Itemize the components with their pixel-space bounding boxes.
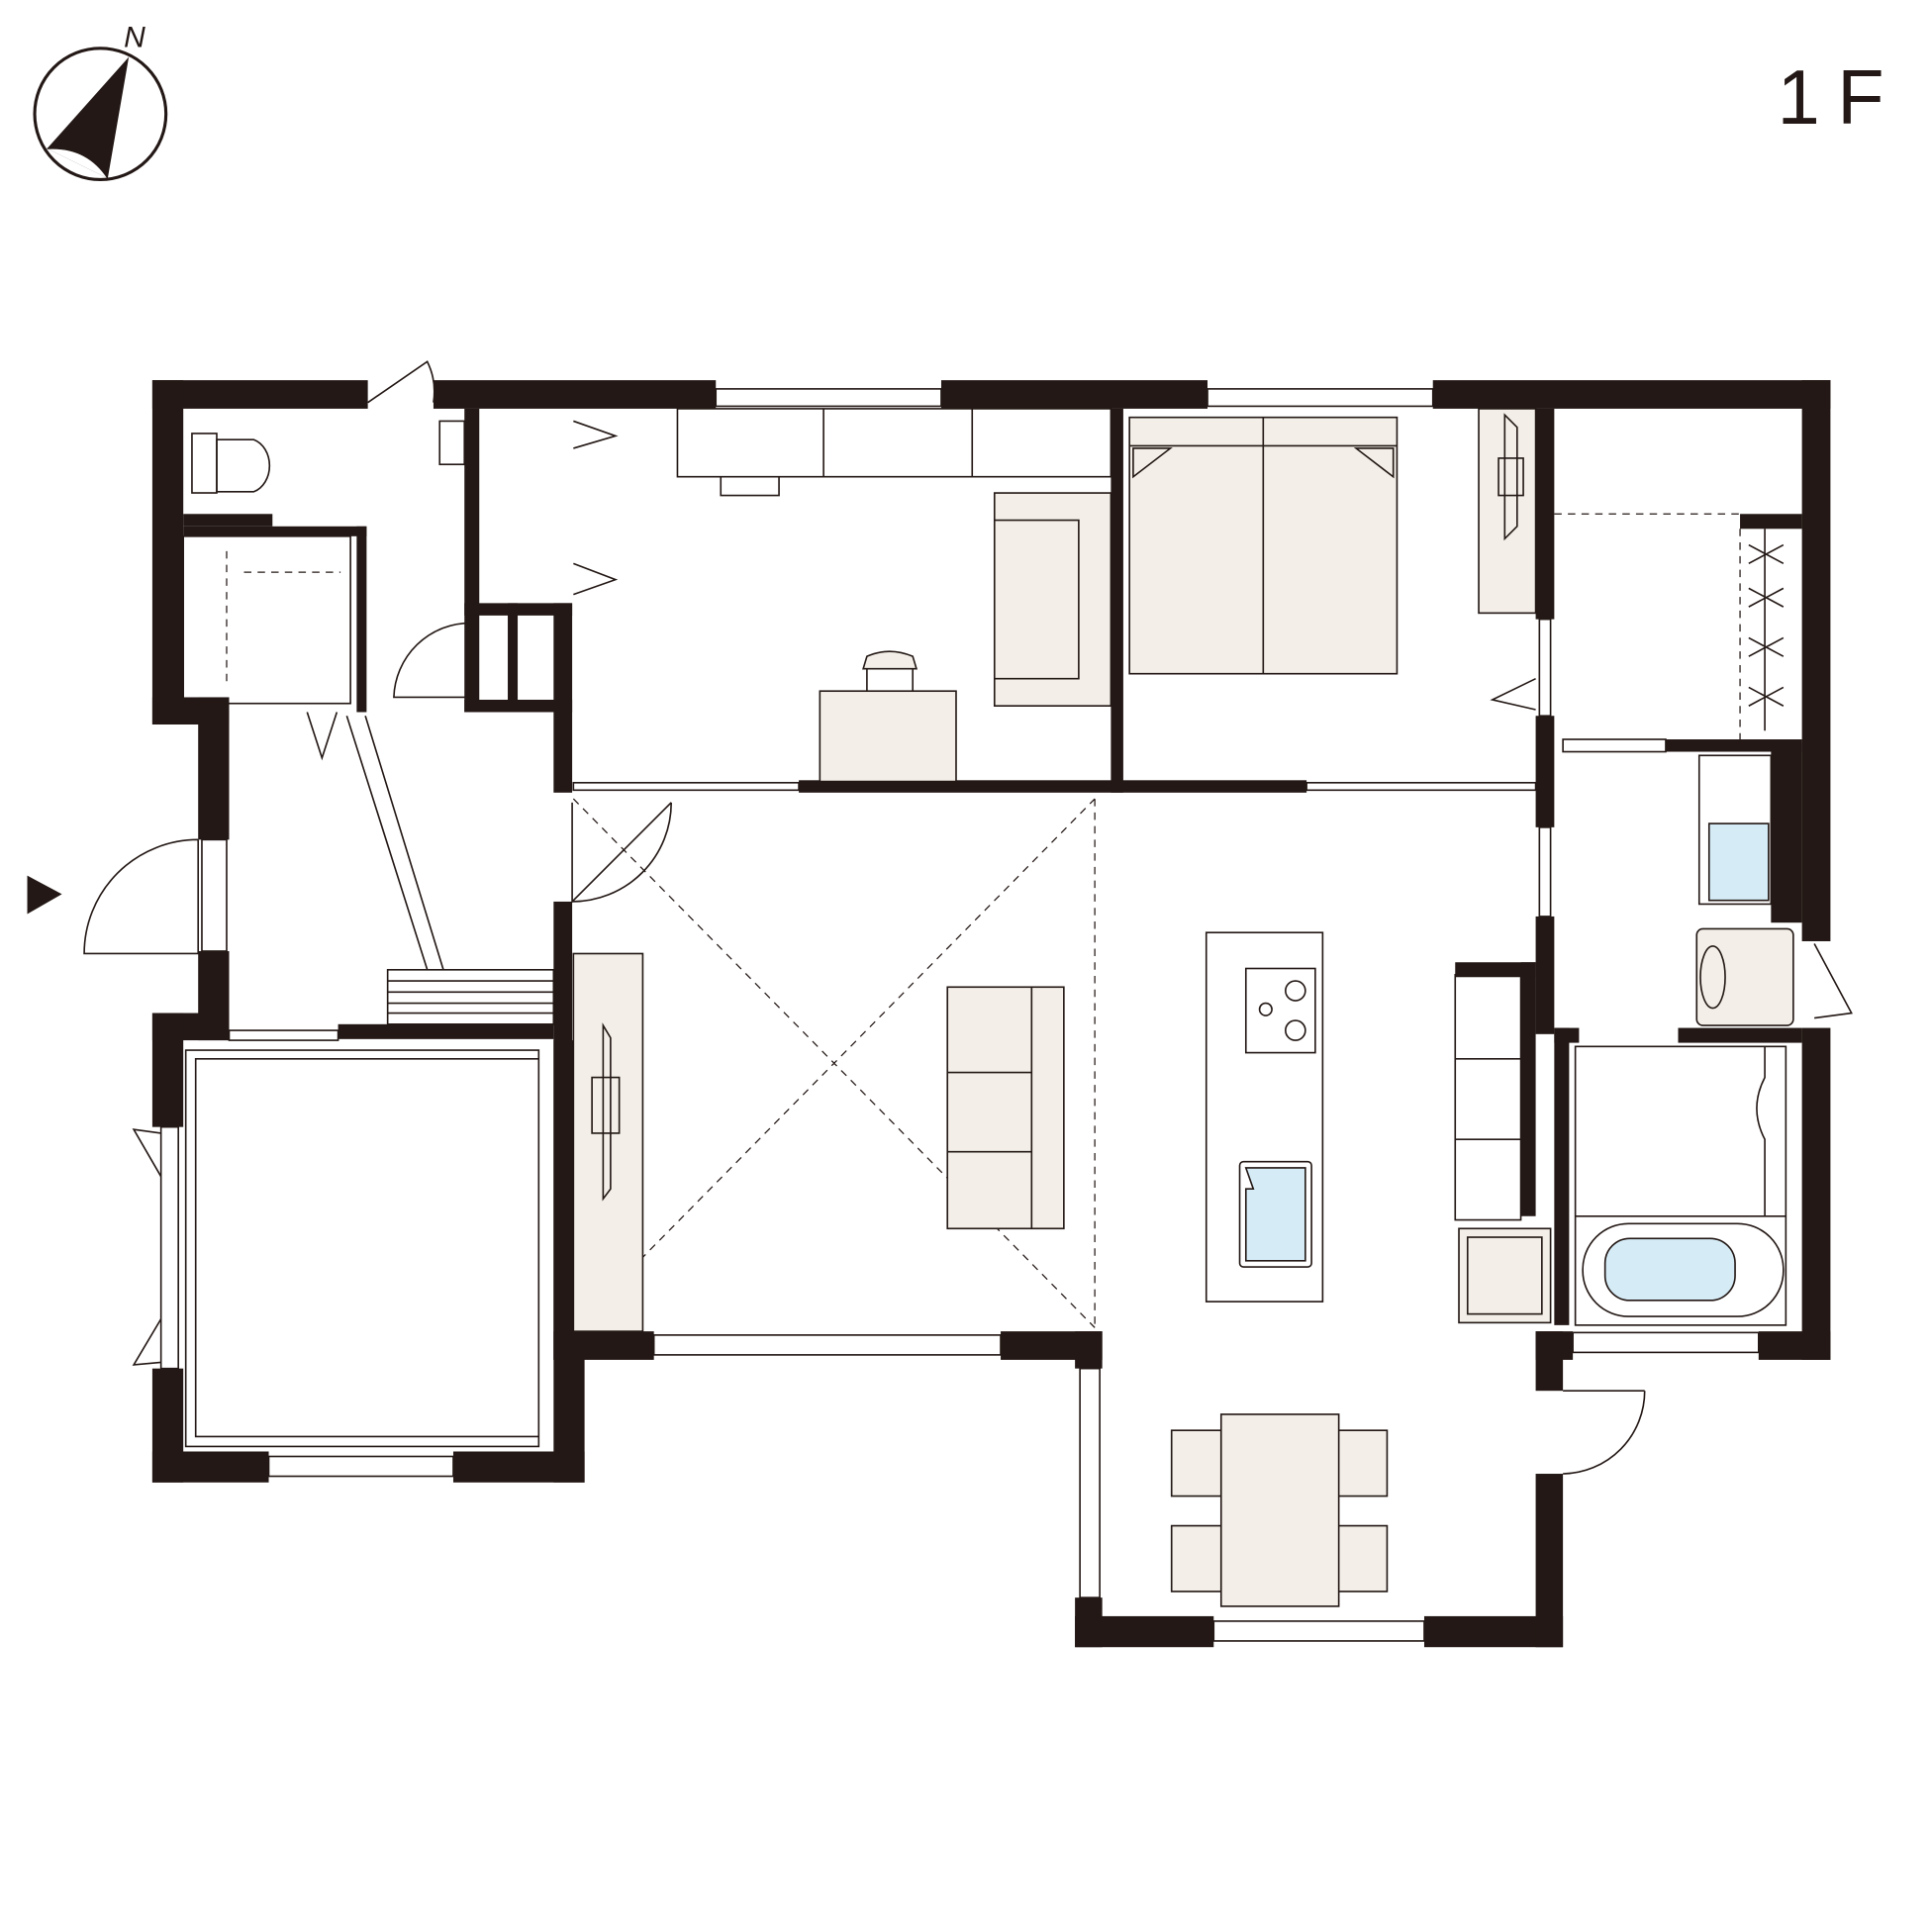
wall-segment [1520, 962, 1536, 1216]
desk-counter [676, 408, 1112, 497]
wall-segment [356, 526, 367, 713]
window [201, 838, 228, 952]
wall-segment [1678, 1027, 1802, 1043]
window [1079, 1367, 1101, 1598]
wall-segment [183, 526, 367, 536]
entry-step-line [345, 715, 444, 970]
wall-segment [151, 380, 184, 724]
wall-segment [553, 1331, 654, 1360]
wall-segment [151, 1013, 184, 1127]
wall-segment [1455, 962, 1536, 978]
wall-segment [1801, 1027, 1831, 1360]
wall-segment [464, 603, 573, 616]
wall-segment [1111, 408, 1123, 793]
wall-segment [553, 603, 573, 793]
bathtub-frame [1582, 1222, 1785, 1317]
fridge [1458, 1227, 1552, 1324]
wall-segment [940, 380, 1208, 409]
fridge-inner [1466, 1236, 1543, 1315]
wall-segment [464, 408, 480, 713]
wall-segment [1432, 380, 1831, 409]
sofa-living [946, 986, 1065, 1230]
washbasin-counter [1697, 754, 1773, 906]
wall-segment [338, 1023, 554, 1039]
washing-machine-door [1699, 945, 1726, 1010]
tv-icon [1497, 413, 1524, 541]
wall-segment [433, 380, 717, 409]
wall-segment [1535, 716, 1555, 827]
window [1212, 1620, 1425, 1642]
bathroom [1574, 1045, 1787, 1326]
doors [83, 360, 1853, 1475]
window [1207, 388, 1434, 408]
sink-frame [1238, 1160, 1312, 1268]
kitchen-island [1205, 931, 1324, 1303]
wall-segment [1554, 1027, 1570, 1325]
north-compass-icon: N [33, 22, 168, 181]
double-bed-icon [1128, 416, 1399, 675]
wall-segment [183, 514, 273, 527]
dining-set [1170, 1413, 1389, 1607]
window [159, 1125, 179, 1370]
tv-board-living [572, 952, 644, 1332]
wall-segment [1535, 408, 1555, 620]
walls [151, 380, 1831, 1648]
toilet-icon [191, 420, 466, 494]
entry-step [386, 968, 555, 1025]
wall-segment [1665, 739, 1802, 752]
wall-segment [1535, 1331, 1574, 1360]
wall-segment [1535, 916, 1555, 1034]
wall-segment [508, 603, 519, 709]
entrance-arrow-icon [27, 875, 62, 915]
wall-segment [1801, 380, 1831, 941]
wall-segment [1075, 1615, 1214, 1648]
lower-left-room [184, 1049, 540, 1448]
window [228, 1029, 339, 1041]
wall-segment [1740, 514, 1802, 530]
floor-label: 1F [1778, 55, 1902, 141]
window [715, 388, 942, 408]
washing-machine-icon [1695, 927, 1794, 1026]
window [1538, 826, 1552, 918]
north-label: N [124, 22, 145, 54]
wall-segment [151, 380, 368, 409]
window [1305, 781, 1537, 792]
windows [159, 388, 1760, 1642]
wall-segment [553, 901, 573, 1360]
bath-wall-line [1575, 1046, 1787, 1217]
window [572, 781, 800, 792]
chair-icon [862, 650, 918, 692]
kitchen-back-shelf [1454, 973, 1522, 1221]
tv-stand-bedroom [1478, 408, 1537, 615]
sofa-seat [994, 519, 1080, 680]
window [1538, 618, 1552, 718]
wall-segment [198, 697, 230, 840]
washbasin-icon [1707, 822, 1770, 902]
open-void-dashed [226, 513, 1741, 1328]
tv-icon-living [591, 1022, 621, 1202]
wall-segment [464, 699, 573, 713]
window [267, 1455, 454, 1478]
shoe-closet [182, 534, 351, 705]
closet-hangers [1748, 529, 1785, 731]
wall-segment [151, 1451, 269, 1483]
wall-segment [1075, 1331, 1103, 1369]
wall-segment [1535, 1474, 1564, 1648]
window [652, 1334, 1002, 1356]
desk [819, 690, 957, 783]
window [1572, 1331, 1760, 1354]
stove-icon [1244, 967, 1316, 1054]
sofa-study [993, 492, 1112, 708]
wall-segment [1771, 742, 1802, 923]
wall-segment [799, 780, 1307, 793]
bathtub-icon [1603, 1237, 1736, 1302]
window [1562, 738, 1667, 753]
sink-icon [1244, 1167, 1306, 1262]
